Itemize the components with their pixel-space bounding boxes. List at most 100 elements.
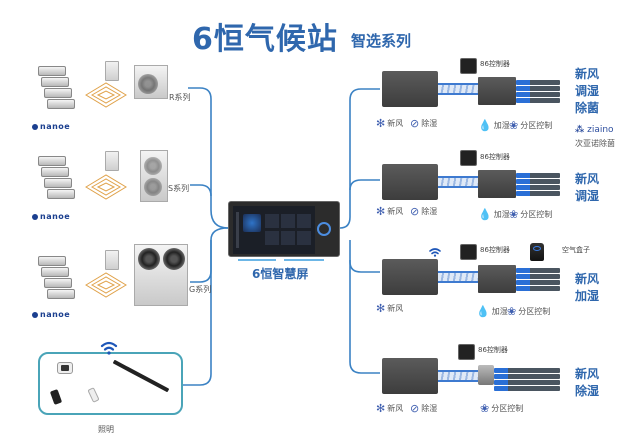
connector-r-series — [188, 87, 229, 229]
feature-dehumidify: ⊘除湿 — [410, 205, 438, 218]
air-box-label: 空气盒子 — [562, 246, 590, 254]
feature-humidify: 💧加湿 — [478, 119, 510, 132]
controller-label: 86控制器 — [478, 346, 508, 354]
series-label: S系列 — [168, 184, 190, 193]
indoor-unit-icon — [38, 256, 66, 266]
nanoe-logo: nanoe — [32, 212, 70, 221]
smart-screen-label: 6恒智慧屏 — [252, 267, 309, 281]
indoor-unit-icon — [47, 189, 75, 199]
indoor-unit-icon — [44, 88, 72, 98]
floor-heating-coil-icon — [85, 174, 127, 200]
indoor-unit-icon — [38, 66, 66, 76]
feature-fresh-air: ✻新风 — [376, 205, 404, 218]
duct-icon — [438, 83, 478, 95]
g-series-system: G系列 nanoe — [30, 240, 211, 320]
fan-icon: ✻ — [376, 117, 386, 130]
wifi-icon — [429, 242, 441, 261]
erv-unit-icon — [382, 164, 438, 200]
page-subtitle: 智选系列 — [351, 32, 412, 50]
s-series-system: S系列 nanoe — [30, 150, 190, 221]
connector-lighting — [183, 240, 212, 386]
controller-86-icon — [460, 58, 477, 74]
air-box-icon — [530, 243, 544, 261]
screen-base-left — [238, 259, 276, 261]
nanoe-logo: nanoe — [32, 122, 70, 131]
downlight-icon — [57, 362, 73, 374]
controller-label: 86控制器 — [480, 60, 510, 68]
screen-ring-button[interactable] — [317, 222, 331, 236]
duct-icon — [438, 271, 478, 283]
linear-light-icon — [112, 359, 170, 393]
zone-control-icon: ❀ — [507, 305, 517, 318]
connector-right-4 — [349, 260, 380, 374]
humidify-icon: 💧 — [476, 305, 490, 318]
humidifier-unit-icon — [478, 77, 516, 105]
dehumidify-icon: ⊘ — [410, 117, 420, 130]
spotlight-black-icon — [49, 389, 63, 405]
feature-zone-control: ❀分区控制 — [509, 119, 553, 132]
humidify-icon: 💧 — [478, 208, 492, 221]
indoor-unit-icon — [44, 278, 72, 288]
capability-captions: 新风 加湿 — [575, 272, 600, 303]
distribution-pipes-icon — [516, 80, 560, 103]
water-heater-icon — [105, 151, 119, 171]
distribution-pipes-icon — [494, 368, 560, 391]
fresh-air-system-1: 86控制器 ✻新风 ⊘除湿 💧加湿 ❀分区控制 新风 调湿 除菌 ⁂ ziain… — [376, 55, 640, 155]
controller-86-icon — [460, 244, 477, 260]
distribution-pipes-icon — [516, 173, 560, 196]
connector-right-1 — [339, 88, 380, 229]
duct-icon — [438, 370, 478, 382]
lighting-label: 照明 — [98, 425, 114, 434]
capability-captions: 新风 除湿 — [575, 367, 600, 398]
fan-icon: ✻ — [376, 205, 386, 218]
dehumidify-icon: ⊘ — [410, 205, 420, 218]
connector-right-2 — [349, 179, 380, 191]
zone-control-icon: ❀ — [480, 402, 490, 415]
ziaino-logo: ⁂ ziaino — [575, 125, 614, 135]
outdoor-unit-icon — [134, 65, 168, 99]
feature-fresh-air: ✻新风 — [376, 402, 404, 415]
feature-zone-control: ❀分区控制 — [507, 305, 551, 318]
indoor-unit-icon — [41, 77, 69, 87]
controller-label: 86控制器 — [480, 246, 510, 254]
wifi-icon — [100, 341, 118, 358]
humidify-icon: 💧 — [478, 119, 492, 132]
screen-base-right — [284, 259, 324, 261]
fresh-air-system-4: 86控制器 ✻新风 ⊘除湿 ❀分区控制 新风 除湿 — [376, 340, 640, 420]
feature-zone-control: ❀分区控制 — [480, 402, 524, 415]
indoor-unit-icon — [44, 178, 72, 188]
water-heater-icon — [105, 61, 119, 81]
zone-control-icon: ❀ — [509, 208, 519, 221]
feature-humidify: 💧加湿 — [476, 305, 508, 318]
lighting-group — [38, 352, 183, 415]
capability-captions: 新风 调湿 — [575, 172, 600, 203]
feature-humidify: 💧加湿 — [478, 208, 510, 221]
outdoor-unit-icon — [134, 244, 188, 306]
ziaino-label: 次亚诺除菌 — [575, 139, 615, 148]
smart-screen[interactable] — [228, 201, 340, 257]
r-series-system: R系列 nanoe — [30, 60, 191, 131]
duct-icon — [438, 176, 478, 188]
humidifier-unit-icon — [478, 170, 516, 198]
capability-captions: 新风 调湿 除菌 — [575, 67, 600, 115]
series-label: R系列 — [169, 93, 191, 102]
erv-unit-icon — [382, 71, 438, 107]
zone-valve-icon — [478, 365, 494, 385]
distribution-pipes-icon — [516, 268, 560, 291]
dehumidify-icon: ⊘ — [410, 402, 420, 415]
feature-zone-control: ❀分区控制 — [509, 208, 553, 221]
spotlight-white-icon — [87, 387, 100, 403]
connector-g-series — [190, 227, 229, 283]
screen-display — [233, 206, 315, 254]
nanoe-logo: nanoe — [32, 310, 70, 319]
erv-unit-icon — [382, 259, 438, 295]
indoor-unit-icon — [41, 167, 69, 177]
fresh-air-system-3: 86控制器 空气盒子 ✻新风 💧加湿 ❀分区控制 新风 加湿 — [376, 240, 640, 320]
page-title: 6恒气候站 — [192, 22, 338, 57]
floor-heating-coil-icon — [85, 82, 127, 108]
series-label: G系列 — [189, 285, 212, 294]
indoor-unit-icon — [41, 267, 69, 277]
feature-dehumidify: ⊘除湿 — [410, 402, 438, 415]
erv-unit-icon — [382, 358, 438, 394]
